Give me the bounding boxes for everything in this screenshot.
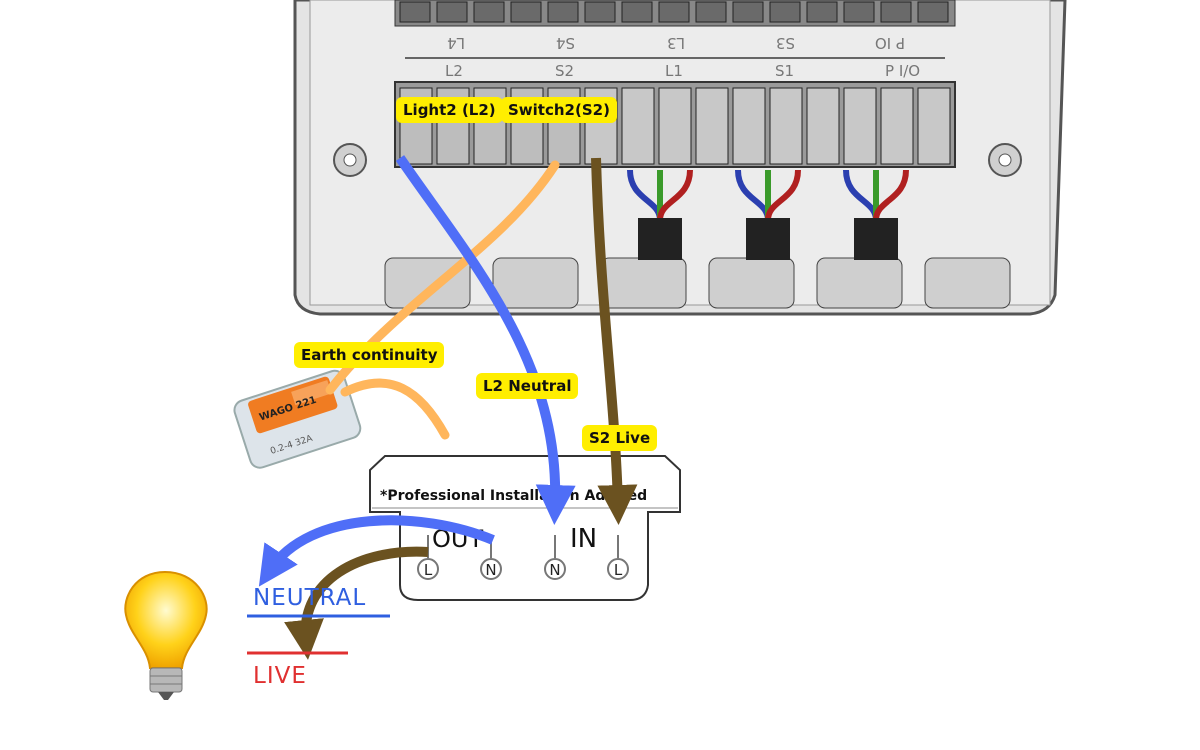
device-terminal-label: L — [614, 561, 623, 579]
terminal-cell — [769, 1, 801, 23]
terminal-cell — [510, 1, 542, 23]
terminal-cell — [621, 87, 655, 165]
terminal-cell — [917, 1, 949, 23]
cable-gland — [492, 257, 579, 309]
terminal-cell — [473, 1, 505, 23]
terminal-cell — [584, 1, 616, 23]
terminal-label-lower: P I/O — [885, 62, 920, 80]
terminal-label-lower: S1 — [775, 62, 794, 80]
device-terminal — [544, 558, 566, 580]
light-bulb-icon — [124, 570, 208, 700]
live-core — [657, 169, 693, 221]
callout-s2-live: S2 Live — [582, 425, 658, 451]
callout-l2-neutral: L2 Neutral — [476, 373, 579, 399]
callout-light2: Light2 (L2) — [396, 97, 503, 123]
in-label: IN — [570, 524, 597, 554]
terminal-cell — [695, 1, 727, 23]
earth-wire-tail — [340, 378, 450, 440]
cable-sheath — [854, 218, 898, 260]
l2-neutral-wire — [395, 155, 576, 525]
live-legend-label: LIVE — [253, 663, 307, 689]
terminal-label-lower: L1 — [665, 62, 683, 80]
terminal-cell — [436, 1, 468, 23]
cable-sheath — [638, 218, 682, 260]
terminal-label-upper: P IO — [875, 34, 905, 52]
callout-switch2: Switch2(S2) — [501, 97, 617, 123]
terminal-cell — [806, 1, 838, 23]
neutral-legend-label: NEUTRAL — [253, 585, 367, 611]
terminal-cell — [917, 87, 951, 165]
out-live-wire — [284, 546, 429, 660]
terminal-cell — [547, 1, 579, 23]
device-terminal — [480, 558, 502, 580]
terminal-cell — [880, 87, 914, 165]
terminal-label-lower: S2 — [555, 62, 574, 80]
terminal-cell — [621, 1, 653, 23]
cable-gland — [600, 257, 687, 309]
terminal-cell — [769, 87, 803, 165]
cable-gland — [924, 257, 1011, 309]
terminal-label-upper: L3 — [667, 34, 685, 52]
terminal-cell — [880, 1, 912, 23]
terminal-label-upper: S3 — [776, 34, 795, 52]
out-neutral-wire — [258, 515, 495, 587]
installation-notice: *Professional Installation Advised — [380, 488, 647, 504]
cable-sheath — [746, 218, 790, 260]
smart-relay-device: *Professional Installation Advised OUT I… — [369, 455, 681, 601]
terminal-cell — [658, 87, 692, 165]
junction-box: L4 S4 L3 S3 P IO L2 S2 L1 S1 P I/O — [293, 0, 1067, 316]
device-terminal — [607, 558, 629, 580]
device-terminal-label: N — [485, 561, 496, 579]
live-core — [765, 169, 801, 221]
terminal-cell — [806, 87, 840, 165]
cable-gland — [816, 257, 903, 309]
callout-earth-continuity: Earth continuity — [294, 342, 445, 368]
terminal-label-lower: L2 — [445, 62, 463, 80]
terminal-cell — [399, 1, 431, 23]
live-core — [873, 169, 909, 221]
terminal-cell — [843, 87, 877, 165]
device-terminal-label: N — [549, 561, 560, 579]
terminal-cell — [732, 87, 766, 165]
cable-gland — [708, 257, 795, 309]
device-terminal — [417, 558, 439, 580]
terminal-label-upper: L4 — [447, 34, 465, 52]
device-terminal-label: L — [424, 561, 433, 579]
s2-live-wire — [591, 157, 638, 525]
terminal-label-upper: S4 — [556, 34, 575, 52]
terminal-cell — [843, 1, 875, 23]
wago-connector-image: WAGO 221 0.2-4 32A — [233, 369, 362, 469]
terminal-cell — [732, 1, 764, 23]
terminal-cell — [695, 87, 729, 165]
terminal-cell — [658, 1, 690, 23]
